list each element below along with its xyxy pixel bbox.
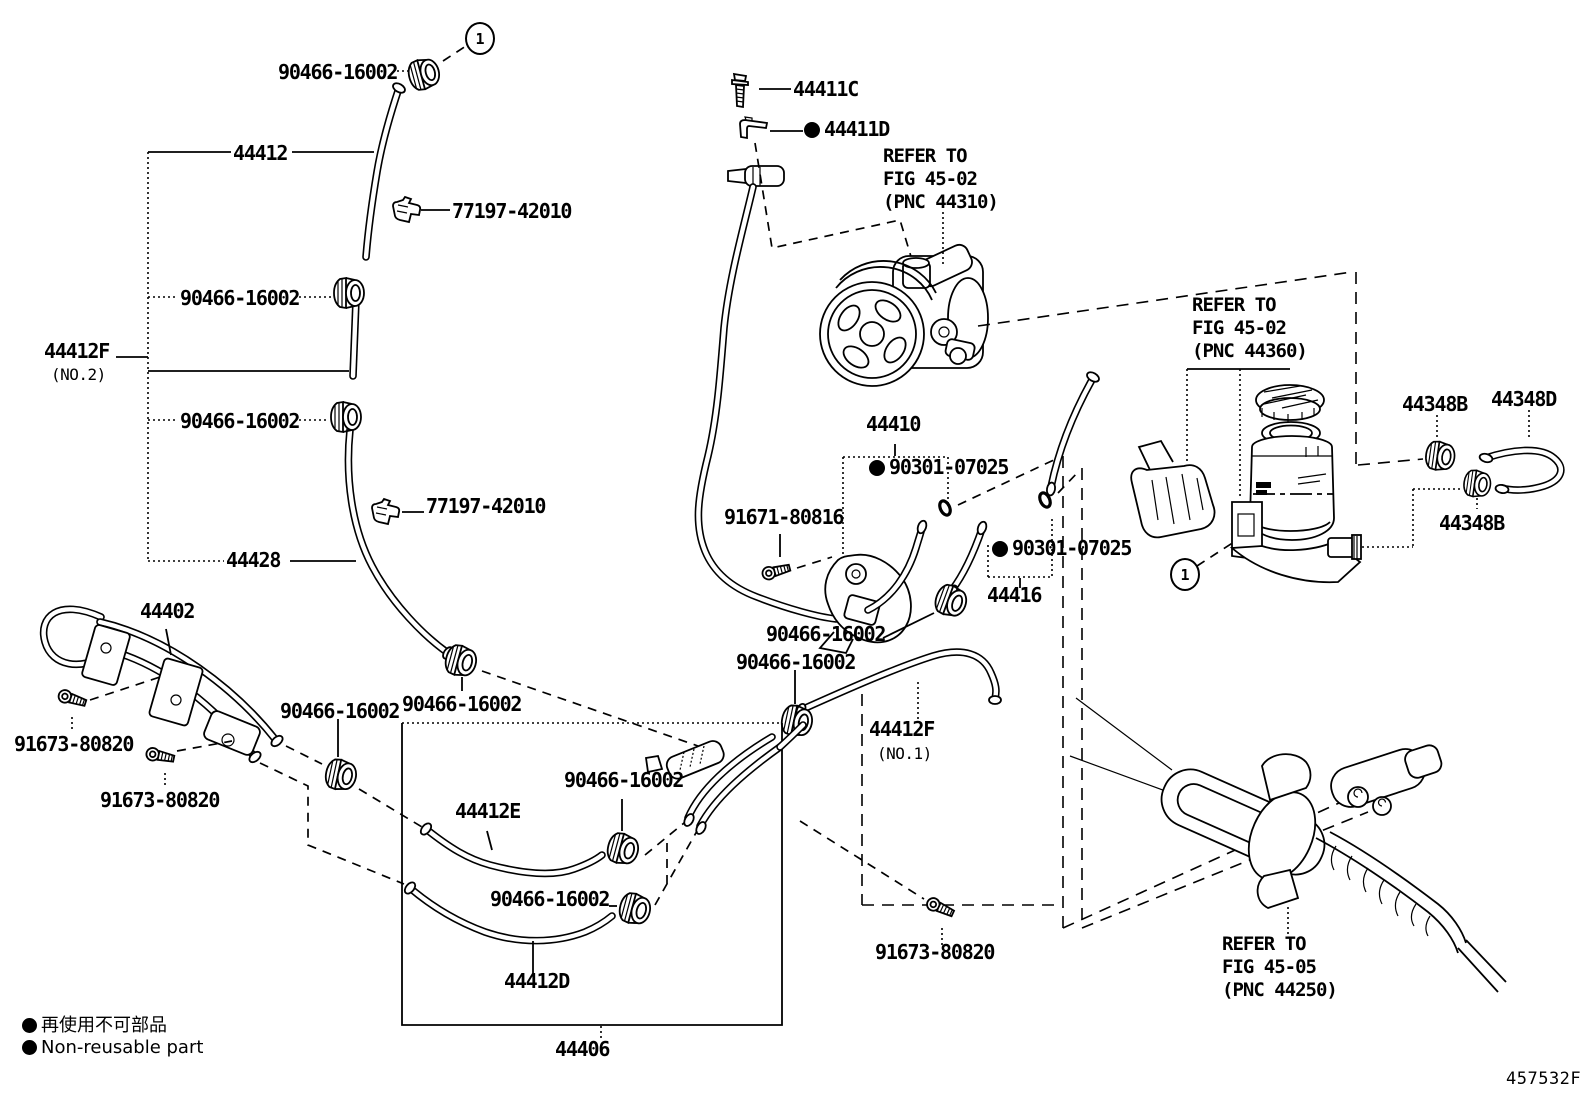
- note-refer-gear-line2: FIG 45-05: [1222, 956, 1317, 978]
- label-clamp-90466-2[interactable]: 90466-16002: [180, 286, 300, 310]
- callout-balloon-1-reservoir[interactable]: 1: [1170, 558, 1200, 591]
- non-reusable-bullet-icon: [22, 1040, 37, 1055]
- label-44412[interactable]: 44412: [233, 141, 288, 165]
- note-refer-gear: REFER TO FIG 45-05 (PNC 44250): [1222, 933, 1338, 1002]
- label-44411D-text: 44411D: [824, 117, 890, 141]
- label-clamp-90466-1[interactable]: 90466-16002: [278, 60, 398, 84]
- label-clamp-90466-4[interactable]: 90466-16002: [280, 699, 400, 723]
- label-44412F-no1[interactable]: 44412F: [869, 717, 935, 741]
- label-bolt-91671[interactable]: 91671-80816: [724, 505, 844, 529]
- label-clamp-90466-3[interactable]: 90466-16002: [180, 409, 300, 433]
- label-44411C[interactable]: 44411C: [793, 77, 859, 101]
- label-44428[interactable]: 44428: [226, 548, 281, 572]
- label-clamp-90466-8[interactable]: 90466-16002: [564, 768, 684, 792]
- note-refer-gear-line1: REFER TO: [1222, 933, 1307, 955]
- note-refer-pump-line2: FIG 45-02: [883, 168, 978, 190]
- non-reusable-dot-icon: [869, 460, 885, 476]
- return-hose-group-drawing: [778, 371, 1369, 929]
- label-clamp-90466-5[interactable]: 90466-16002: [402, 692, 522, 716]
- note-refer-pump: REFER TO FIG 45-02 (PNC 44310): [883, 145, 999, 214]
- label-clip-77197-1[interactable]: 77197-42010: [452, 199, 572, 223]
- note-refer-pump-line1: REFER TO: [883, 145, 968, 167]
- legend-en-text: Non-reusable part: [41, 1037, 204, 1058]
- label-44416[interactable]: 44416: [987, 583, 1042, 607]
- note-refer-reservoir-line1: REFER TO: [1192, 294, 1277, 316]
- label-44406[interactable]: 44406: [555, 1037, 610, 1061]
- non-reusable-dot-icon: [992, 541, 1008, 557]
- power-steering-pump-drawing: [819, 212, 1424, 466]
- non-reusable-bullet-icon: [22, 1018, 37, 1033]
- label-oring-1-text: 90301-07025: [889, 455, 1009, 479]
- label-44348D[interactable]: 44348D: [1491, 387, 1557, 411]
- legend-row-en: Non-reusable part: [22, 1037, 203, 1058]
- label-44411D[interactable]: 44411D: [804, 117, 890, 141]
- label-44402[interactable]: 44402: [140, 599, 195, 623]
- note-refer-reservoir: REFER TO FIG 45-02 (PNC 44360): [1192, 294, 1308, 363]
- label-clamp-90466-7[interactable]: 90466-16002: [736, 650, 856, 674]
- pressure-tube-44410-drawing: [694, 142, 1059, 655]
- label-44348B-1[interactable]: 44348B: [1402, 392, 1468, 416]
- note-refer-reservoir-line2: FIG 45-02: [1192, 317, 1287, 339]
- label-oring-90301-2[interactable]: 90301-07025: [992, 536, 1132, 560]
- note-refer-pump-line3: (PNC 44310): [883, 191, 999, 213]
- reservoir-drawing: [1130, 368, 1461, 584]
- label-clip-77197-2[interactable]: 77197-42010: [426, 494, 546, 518]
- pump-fasteners-drawing: [731, 73, 803, 139]
- reservoir-hose-44348-drawing: [1423, 410, 1565, 509]
- label-44412F-no2[interactable]: 44412F: [44, 339, 110, 363]
- label-bolt-91673-3[interactable]: 91673-80820: [875, 940, 995, 964]
- steering-gear-drawing: [1069, 697, 1507, 993]
- hose-set-44406-drawing: [401, 721, 807, 1040]
- callout-balloon-1-top[interactable]: 1: [465, 22, 495, 55]
- tube-44412-group-drawing: [116, 45, 699, 747]
- label-44412E[interactable]: 44412E: [455, 799, 521, 823]
- gear-bolt-drawing: [799, 820, 957, 945]
- non-reusable-dot-icon: [804, 122, 820, 138]
- legend-jp-text: 再使用不可部品: [41, 1015, 167, 1036]
- label-clamp-90466-9[interactable]: 90466-16002: [490, 887, 610, 911]
- label-44348B-2[interactable]: 44348B: [1439, 511, 1505, 535]
- label-oring-2-text: 90301-07025: [1012, 536, 1132, 560]
- note-refer-gear-line3: (PNC 44250): [1222, 979, 1338, 1001]
- note-refer-reservoir-line3: (PNC 44360): [1192, 340, 1308, 362]
- cooler-tube-44402-drawing: [39, 605, 423, 885]
- legend-row-jp: 再使用不可部品: [22, 1011, 167, 1037]
- label-bolt-91673-1[interactable]: 91673-80820: [14, 732, 134, 756]
- figure-code: 457532F: [1506, 1069, 1582, 1089]
- label-44412D[interactable]: 44412D: [504, 969, 570, 993]
- label-44412F-no2-suffix: (NO.2): [51, 365, 106, 384]
- label-44412F-no1-suffix: (NO.1): [877, 744, 932, 763]
- label-clamp-90466-6[interactable]: 90466-16002: [766, 622, 886, 646]
- label-44410[interactable]: 44410: [866, 412, 921, 436]
- label-oring-90301-1[interactable]: 90301-07025: [869, 455, 1009, 479]
- label-bolt-91673-2[interactable]: 91673-80820: [100, 788, 220, 812]
